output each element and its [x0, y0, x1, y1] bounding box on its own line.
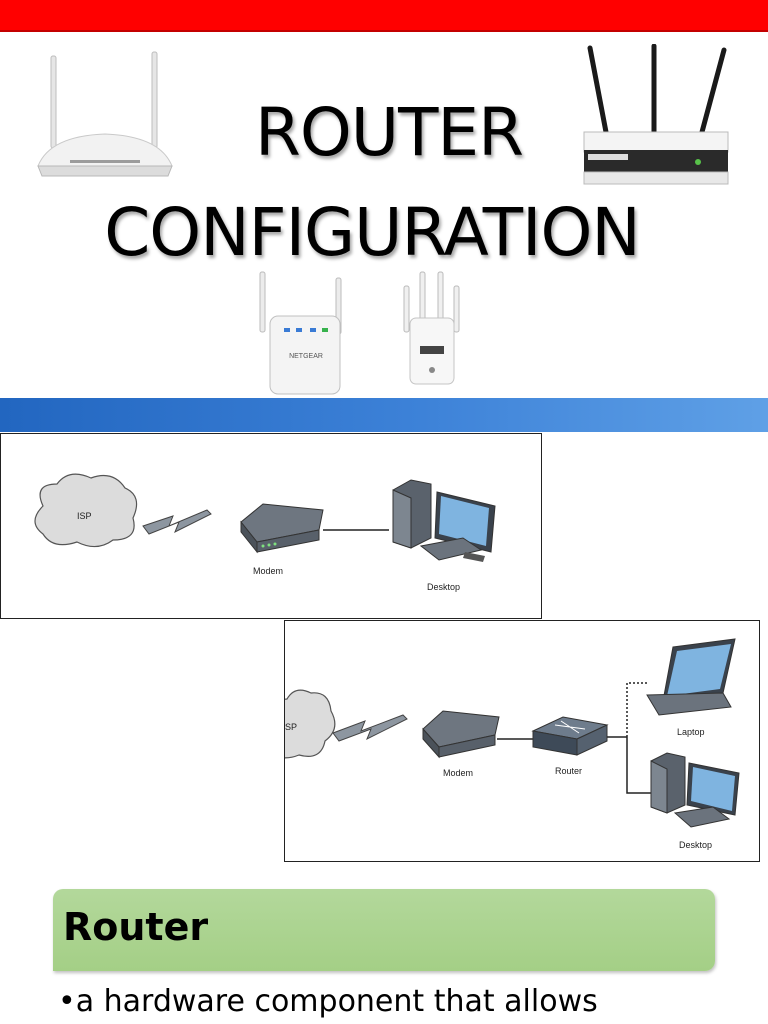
page-title-line1: ROUTER: [255, 94, 524, 171]
router-label: Router: [555, 766, 583, 776]
laptop-label: Laptop: [677, 727, 705, 737]
router-black-image: [583, 44, 729, 185]
network-diagram-with-router: SP Modem Router Laptop Desktop: [284, 620, 760, 862]
section-heading: Router: [63, 905, 209, 949]
isp-cloud-icon: [285, 689, 336, 759]
page-title-line2: CONFIGURATION: [104, 194, 641, 271]
desktop-label: Desktop: [679, 840, 713, 850]
modem-icon: [422, 710, 500, 759]
desktop-icon: [392, 479, 496, 562]
lightning-link-icon: [332, 714, 408, 742]
wifi-extender-white-image: [403, 271, 460, 385]
section-divider-bar: [0, 398, 768, 432]
modem-label: Modem: [443, 768, 474, 778]
isp-label: SP: [285, 722, 298, 732]
router-white-image: [37, 51, 173, 177]
router-icon: [531, 716, 609, 756]
isp-cloud-icon: [34, 473, 138, 548]
isp-label: ISP: [77, 511, 92, 521]
network-diagram-basic: ISP Modem Desktop: [0, 433, 542, 619]
desktop-icon: [650, 752, 740, 828]
lightning-link-icon: [142, 509, 212, 535]
laptop-icon: [646, 638, 736, 716]
extender-brand-label: NETGEAR: [289, 353, 323, 360]
modem-label: Modem: [253, 566, 284, 576]
bullet-text: •a hardware component that allows: [58, 984, 598, 1019]
modem-icon: [240, 503, 324, 554]
desktop-label: Desktop: [427, 582, 461, 592]
wifi-extender-netgear-image: NETGEAR: [259, 271, 342, 395]
section-heading-box: Router: [53, 889, 715, 971]
top-accent-bar: [0, 0, 768, 32]
